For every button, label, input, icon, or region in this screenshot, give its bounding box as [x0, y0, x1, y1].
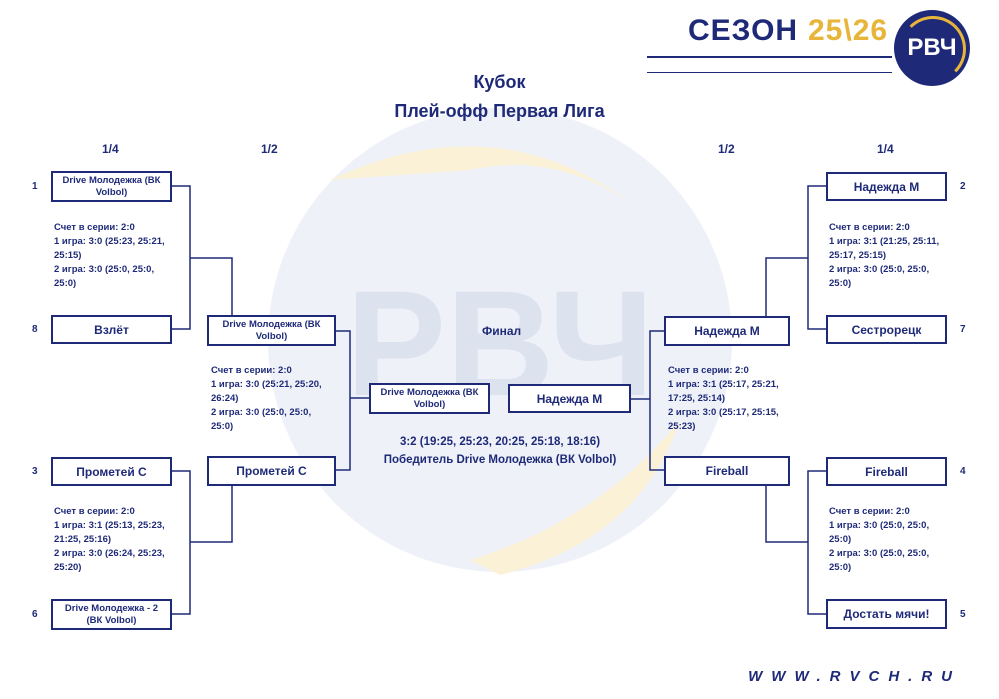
- website-link[interactable]: WWW.RVCH.RU: [748, 668, 961, 685]
- team-box-left-qf-3: Прометей С: [51, 457, 172, 486]
- series-info-left-sf: Счет в серии: 2:0 1 игра: 3:0 (25:21, 25…: [211, 365, 322, 432]
- round-label-right-qf: 1/4: [877, 142, 894, 156]
- team-box-right-qf-4: Fireball: [826, 457, 947, 486]
- title-line1: Кубок: [473, 72, 526, 92]
- seed-right-7: 7: [960, 324, 966, 335]
- title-line2: Плей-офф Первая Лига: [394, 101, 605, 121]
- final-winner: Победитель Drive Молодежка (ВК Volbol): [383, 454, 617, 466]
- series-info-left-qf-bottom: Счет в серии: 2:0 1 игра: 3:1 (25:13, 25…: [54, 506, 165, 573]
- series-info-right-sf: Счет в серии: 2:0 1 игра: 3:1 (25:17, 25…: [668, 365, 779, 432]
- team-box-right-sf-1: Надежда М: [664, 316, 790, 346]
- seed-left-1: 1: [32, 181, 38, 192]
- season-label: СЕЗОН: [688, 14, 799, 47]
- logo-arc: [900, 16, 966, 82]
- team-box-left-qf-1: Drive Молодежка (ВК Volbol): [51, 171, 172, 202]
- round-label-right-sf: 1/2: [718, 142, 735, 156]
- series-info-right-qf-bottom: Счет в серии: 2:0 1 игра: 3:0 (25:0, 25:…: [829, 506, 930, 573]
- final-team-left: Drive Молодежка (ВК Volbol): [369, 383, 490, 414]
- team-box-right-qf-7: Сестрорецк: [826, 315, 947, 344]
- series-info-right-qf-top: Счет в серии: 2:0 1 игра: 3:1 (21:25, 25…: [829, 222, 940, 289]
- header-bar-thin: [647, 72, 892, 73]
- header-bar: [647, 56, 892, 58]
- team-box-left-qf-6: Drive Молодежка - 2 (ВК Volbol): [51, 599, 172, 630]
- seed-left-3: 3: [32, 466, 38, 477]
- round-label-final: Финал: [482, 324, 522, 338]
- seed-left-8: 8: [32, 324, 38, 335]
- logo-text: РВЧ: [907, 34, 957, 61]
- round-label-left-qf: 1/4: [102, 142, 119, 156]
- seed-right-5: 5: [960, 609, 966, 620]
- team-box-left-sf-2: Прометей С: [207, 456, 336, 486]
- logo: РВЧ: [894, 10, 970, 86]
- team-box-left-qf-8: Взлёт: [51, 315, 172, 344]
- season-value: 25\26: [808, 14, 889, 47]
- seed-left-6: 6: [32, 609, 38, 620]
- team-box-left-sf-1: Drive Молодежка (ВК Volbol): [207, 315, 336, 346]
- round-label-left-sf: 1/2: [261, 142, 278, 156]
- final-score: 3:2 (19:25, 25:23, 20:25, 25:18, 18:16): [399, 436, 601, 448]
- team-box-right-sf-2: Fireball: [664, 456, 790, 486]
- final-team-right: Надежда М: [508, 384, 631, 413]
- seed-right-2: 2: [960, 181, 966, 192]
- team-box-right-qf-2: Надежда М: [826, 172, 947, 201]
- team-box-right-qf-5: Достать мячи!: [826, 599, 947, 629]
- seed-right-4: 4: [960, 466, 966, 477]
- series-info-left-qf-top: Счет в серии: 2:0 1 игра: 3:0 (25:23, 25…: [54, 222, 165, 289]
